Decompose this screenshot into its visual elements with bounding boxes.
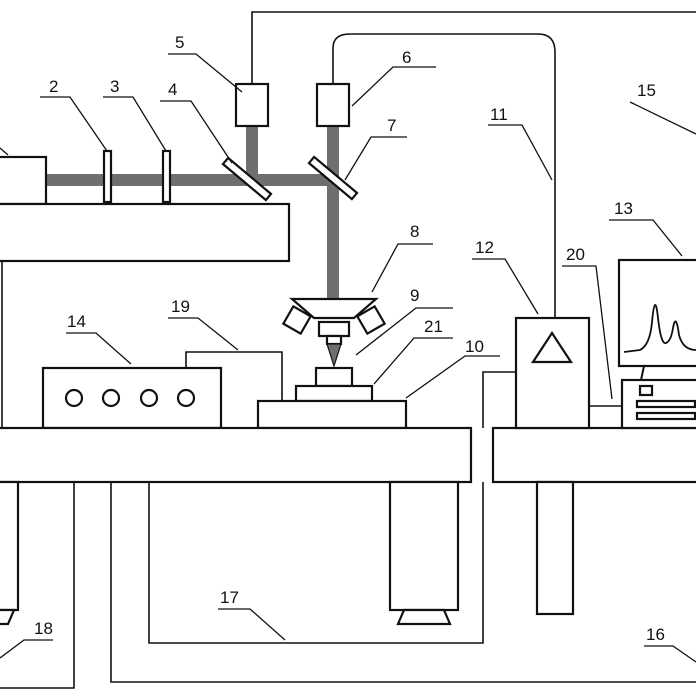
label-19: 19 (171, 297, 190, 316)
wire-to-analyzer-12 (482, 371, 516, 428)
spectrum-curve (623, 304, 696, 353)
label-8: 8 (410, 222, 419, 241)
wire-16 (110, 398, 696, 683)
label-2: 2 (49, 77, 58, 96)
laser-source (0, 155, 48, 206)
sample-stage-10 (256, 399, 408, 430)
controller-port-3 (139, 388, 159, 408)
beam-splitter-7 (307, 155, 359, 201)
label-18: 18 (34, 619, 53, 638)
objective-lens-8 (281, 297, 387, 368)
label-11: 11 (490, 105, 508, 124)
label-15: 15 (637, 81, 656, 100)
label-17: 17 (220, 588, 239, 607)
main-table (0, 426, 473, 626)
laser-beams (46, 126, 339, 298)
label-12: 12 (475, 238, 494, 257)
sample-9 (314, 366, 354, 388)
optical-element-2 (102, 149, 113, 204)
label-6: 6 (402, 48, 411, 67)
monitor-stand (640, 365, 645, 381)
label-leaders (0, 53, 696, 663)
controller-port-1 (64, 388, 84, 408)
computer-13 (617, 258, 696, 430)
label-13: 13 (614, 199, 633, 218)
right-table (491, 426, 696, 616)
pc-button (638, 384, 654, 397)
label-7: 7 (387, 116, 396, 135)
label-14: 14 (67, 312, 86, 331)
wire-17 (148, 398, 484, 644)
sample-holder-21 (294, 384, 374, 403)
number-labels: 2 3 4 5 6 7 8 9 10 11 12 13 14 15 16 17 … (34, 33, 665, 644)
label-21: 21 (424, 317, 443, 336)
fiber-11 (332, 33, 556, 318)
pc-drive-1 (635, 399, 696, 409)
spectrometer-triangle-icon (530, 330, 574, 364)
label-10: 10 (465, 337, 484, 356)
detector-6 (315, 82, 351, 128)
controller-port-2 (101, 388, 121, 408)
label-4: 4 (168, 80, 177, 99)
pc-drive-2 (635, 411, 696, 421)
label-16: 16 (646, 625, 665, 644)
controller-port-4 (176, 388, 196, 408)
wire-detector-5-to-right (251, 11, 696, 84)
label-5: 5 (175, 33, 184, 52)
optical-bench (0, 202, 291, 263)
label-3: 3 (110, 77, 119, 96)
label-9: 9 (410, 286, 419, 305)
optical-element-3 (161, 149, 172, 204)
label-20: 20 (566, 245, 585, 264)
beam-splitter-4 (221, 156, 273, 202)
wire-18 (0, 398, 75, 689)
